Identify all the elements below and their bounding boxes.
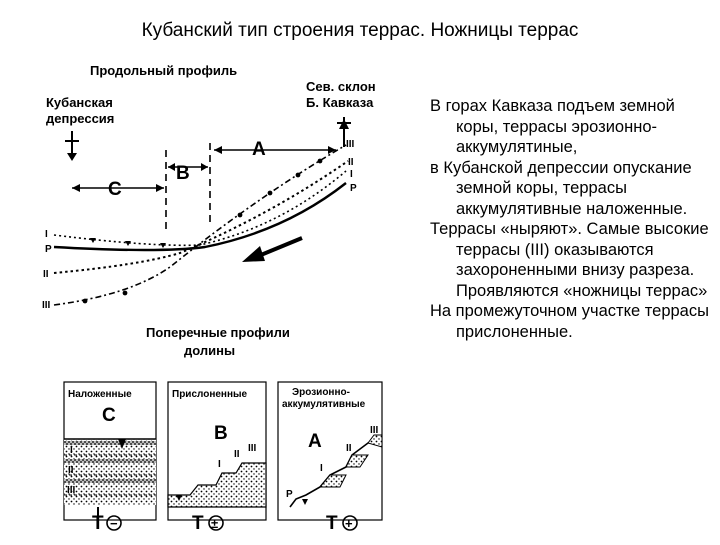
terrace-iii-line xyxy=(53,144,347,306)
svg-text:I: I xyxy=(218,459,221,470)
panel-right-sign: + xyxy=(345,516,353,531)
kuban-depression-label-1: Кубанская xyxy=(46,95,113,110)
svg-text:III: III xyxy=(248,443,257,454)
svg-text:P: P xyxy=(286,489,293,500)
zone-b-label: B xyxy=(176,163,190,184)
paragraph-caucasus: В горах Кавказа подъем земной коры, терр… xyxy=(430,97,675,156)
paragraph-scissors: Террасы «ныряют». Самые высокие террасы … xyxy=(430,220,709,300)
flow-direction-arrow xyxy=(242,236,303,262)
terrace-i-line xyxy=(53,170,347,247)
zone-c-label: C xyxy=(108,179,122,200)
terrace-ii-line xyxy=(53,160,349,274)
panel-superimposed: Наложенные C I II III T − xyxy=(63,381,157,534)
svg-text:II: II xyxy=(346,443,352,454)
river-profile-line xyxy=(53,182,347,252)
panel-right-title-1: Эрозионно- xyxy=(292,387,350,398)
svg-text:III: III xyxy=(67,485,76,496)
panel-mid-t: T xyxy=(192,513,204,534)
explanation-text: В горах Кавказа подъем земной коры, терр… xyxy=(430,96,712,342)
svg-text:II: II xyxy=(234,449,240,460)
right-label-p: P xyxy=(350,183,357,194)
svg-text:II: II xyxy=(68,465,74,476)
right-label-ii: II xyxy=(348,157,354,168)
subsidence-arrow-icon xyxy=(65,131,79,161)
panel-left-sign: − xyxy=(110,516,118,531)
terrace-diagram: Продольный профиль Кубанская депрессия С… xyxy=(30,55,415,540)
panel-mid-title: Прислоненные xyxy=(172,389,248,400)
transverse-title-1: Поперечные профили xyxy=(146,325,290,340)
north-slope-label-2: Б. Кавказа xyxy=(306,95,374,110)
panel-left-letter: C xyxy=(102,405,116,426)
kuban-depression-label-2: депрессия xyxy=(46,111,114,126)
panel-right-letter: A xyxy=(308,431,322,452)
slide-title: Кубанский тип строения террас. Ножницы т… xyxy=(141,20,579,41)
right-label-iii: III xyxy=(346,139,355,150)
panel-attached: Прислоненные B II III I T ± xyxy=(167,381,267,534)
longitudinal-profile-title: Продольный профиль xyxy=(90,63,237,78)
uplift-arrow-icon xyxy=(337,117,351,147)
paragraph-kuban: в Кубанской депрессии опускание земной к… xyxy=(430,158,692,218)
panel-right-title-2: аккумулятивные xyxy=(282,399,366,410)
transverse-title-2: долины xyxy=(184,343,235,358)
panel-mid-letter: B xyxy=(214,423,228,444)
svg-text:I: I xyxy=(320,463,323,474)
panel-left-title: Наложенные xyxy=(68,389,132,400)
panel-erosional: Эрозионно- аккумулятивные A P I II III T… xyxy=(277,381,383,534)
panel-right-t: T xyxy=(326,513,338,534)
terrace-i-markers xyxy=(90,238,166,248)
right-label-i: I xyxy=(350,169,353,180)
paragraph-intermediate: На промежуточном участке террасы прислон… xyxy=(430,302,709,341)
panel-left-t: T xyxy=(92,513,104,534)
left-label-i: I xyxy=(45,229,48,240)
terrace-iii-markers xyxy=(82,158,323,304)
north-slope-label-1: Сев. склон xyxy=(306,79,376,94)
zone-b-arrow xyxy=(168,163,208,171)
left-label-iii: III xyxy=(42,300,51,311)
panel-mid-sign: ± xyxy=(211,516,218,531)
zone-a-label: A xyxy=(252,139,266,160)
svg-text:III: III xyxy=(370,425,379,436)
left-label-ii: II xyxy=(43,269,49,280)
svg-text:I: I xyxy=(70,445,73,456)
left-label-p: P xyxy=(45,244,52,255)
zone-c-arrow xyxy=(72,184,164,192)
zone-a-arrow xyxy=(214,146,336,154)
